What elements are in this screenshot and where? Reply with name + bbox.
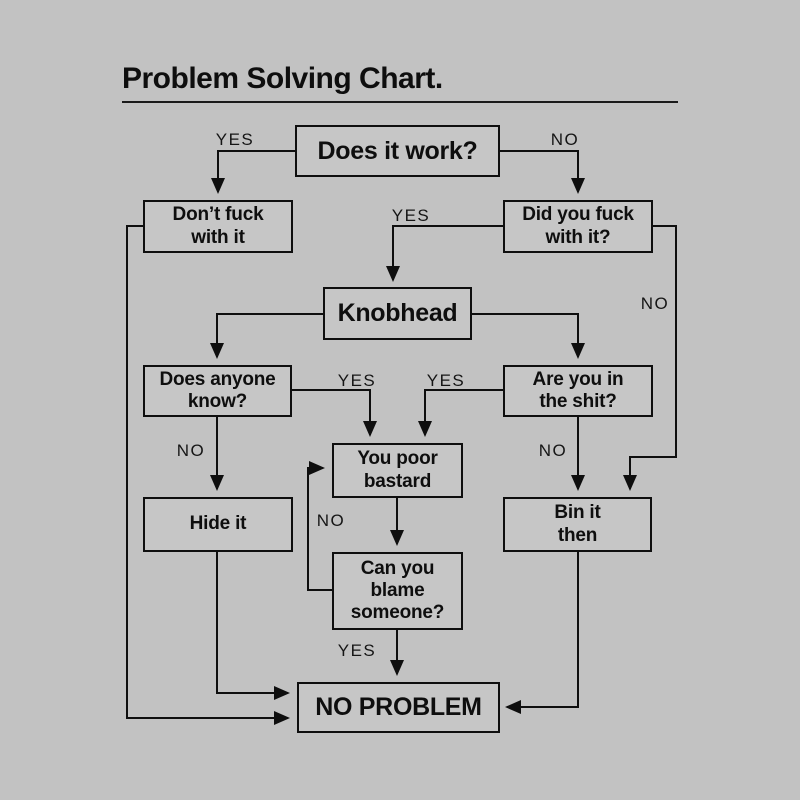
node-can-you-blame-someone: Can you blame someone? [332, 552, 463, 630]
page-title: Problem Solving Chart. [122, 62, 443, 95]
edge-knobhead-left [210, 313, 323, 359]
label-work-yes: YES [215, 130, 255, 149]
node-did-you-fuck-with-it: Did you fuck with it? [503, 200, 653, 253]
node-does-anyone-know: Does anyone know? [143, 365, 292, 417]
label-know-yes: YES [337, 371, 377, 390]
edge-fucked-no [623, 225, 677, 491]
label-shit-yes: YES [426, 371, 466, 390]
edge-know-yes [292, 389, 377, 437]
label-work-no: NO [550, 130, 580, 149]
edge-fucked-yes [386, 225, 503, 282]
edge-hideit-to-noproblem [216, 552, 290, 700]
label-fucked-yes: YES [391, 206, 431, 225]
label-blame-no: NO [316, 511, 346, 530]
label-shit-no: NO [538, 441, 568, 460]
edge-binit-to-noproblem [505, 552, 579, 714]
node-are-you-in-the-shit: Are you in the shit? [503, 365, 653, 417]
label-know-no: NO [176, 441, 206, 460]
edge-dontfuck-to-noproblem [126, 225, 290, 725]
node-you-poor-bastard: You poor bastard [332, 443, 463, 498]
node-no-problem: NO PROBLEM [297, 682, 500, 733]
node-knobhead: Knobhead [323, 287, 472, 340]
edge-work-yes [211, 150, 295, 194]
label-fucked-no: NO [640, 294, 670, 313]
node-hide-it: Hide it [143, 497, 293, 552]
label-blame-yes: YES [337, 641, 377, 660]
edge-knobhead-right [472, 313, 585, 359]
edge-shit-yes [418, 389, 503, 437]
edge-blame-no-loop [307, 461, 332, 591]
node-dont-fuck-with-it: Don’t fuck with it [143, 200, 293, 253]
edge-work-no [500, 150, 585, 194]
node-bin-it-then: Bin it then [503, 497, 652, 552]
node-does-it-work: Does it work? [295, 125, 500, 177]
title-underline [122, 101, 678, 103]
